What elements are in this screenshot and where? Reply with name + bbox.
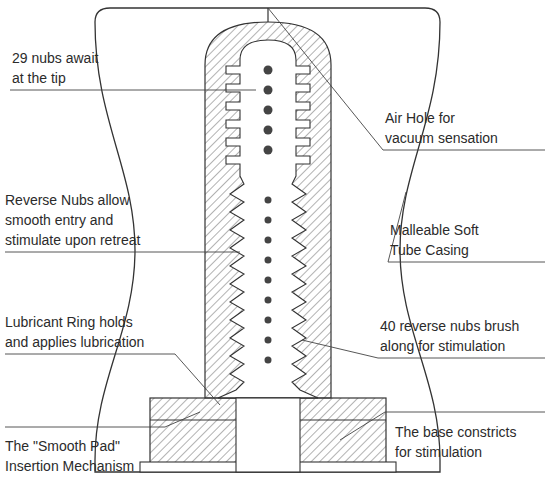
inner-sleeve [205, 22, 331, 398]
leader-line [5, 412, 200, 427]
nub-dot [265, 297, 272, 304]
callout-label: Air Hole for vacuum sensation [385, 108, 505, 148]
leader-line [10, 90, 256, 91]
outer-casing [95, 8, 440, 472]
nub-dot [264, 106, 273, 115]
leader-line [5, 354, 220, 405]
base-opening [236, 398, 300, 472]
callout-label: The base constricts for stimulation [395, 422, 527, 462]
leader-lines [5, 8, 545, 440]
callout-label: Lubricant Ring holds and applies lubrica… [5, 312, 152, 352]
leader-line [5, 252, 240, 253]
nub-dot [264, 126, 273, 135]
callout-label: The "Smooth Pad" Insertion Mechanism [5, 436, 147, 476]
callout-label: 29 nubs await at the tip [12, 48, 108, 88]
base-detail [150, 420, 236, 421]
air-hole [267, 8, 268, 22]
nub-dot [265, 337, 272, 344]
nub-dot [264, 66, 273, 75]
nub-dot [265, 237, 272, 244]
leader-line [268, 8, 545, 150]
callout-label: Reverse Nubs allow smooth entry and stim… [5, 190, 147, 250]
nub-dot [265, 277, 272, 284]
nub-dot [265, 317, 272, 324]
leader-line [388, 192, 545, 262]
nub-dot [265, 197, 272, 204]
callout-label: Malleable Soft Tube Casing [390, 220, 502, 260]
nub-dot [264, 146, 273, 155]
nub-dot [265, 257, 272, 264]
callout-label: 40 reverse nubs brush along for stimulat… [380, 316, 527, 356]
nub-dot [264, 86, 273, 95]
nub-dot [265, 357, 272, 364]
tip-nubs [264, 66, 273, 364]
sleeve-channel [218, 40, 318, 398]
nub-dot [265, 217, 272, 224]
